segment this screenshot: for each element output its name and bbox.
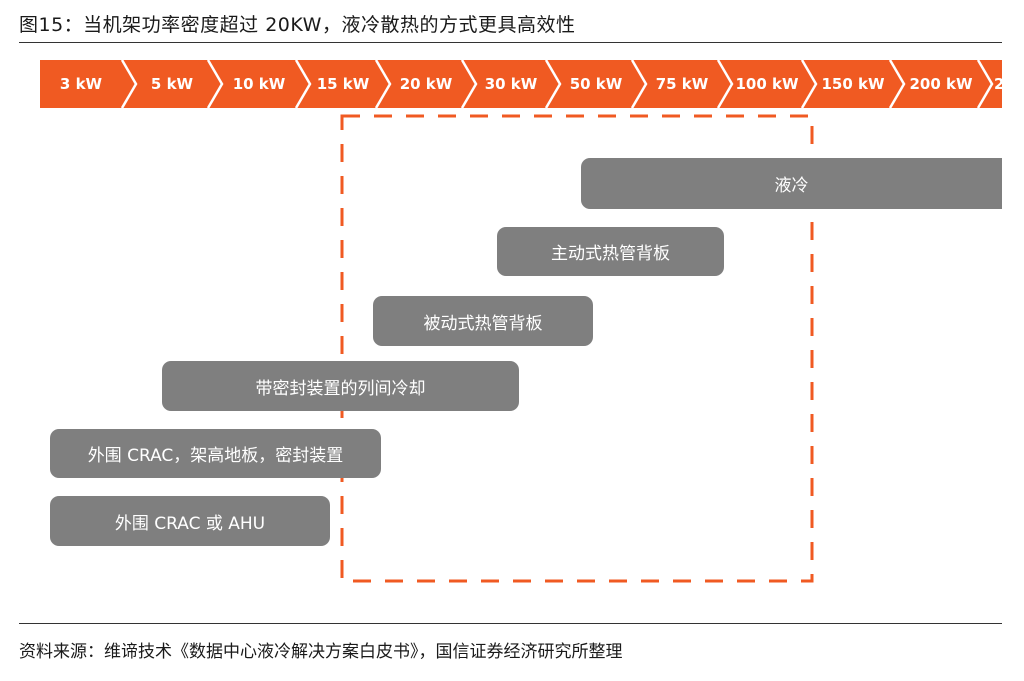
perimeter-crac-raised-floor-box: 外围 CRAC，架高地板，密封装置 [50,429,381,478]
scale-chevron-divider [374,59,392,109]
scale-label: 20 kW [400,75,453,93]
scale-chevron-divider [206,59,224,109]
scale-label: 3 kW [60,75,103,93]
scale-chevron-divider [294,59,312,109]
scale-bar-background [40,60,1002,108]
scale-chevron-divider [460,59,478,109]
title-rule [19,42,1002,43]
figure-title: 图15：当机架功率密度超过 20KW，液冷散热的方式更具高效性 [19,14,576,36]
source-note: 资料来源：维谛技术《数据中心液冷解决方案白皮书》，国信证券经济研究所整理 [19,642,623,662]
scale-chevron-divider [120,59,138,109]
scale-label: 150 kW [821,75,885,93]
scale-label: 75 kW [656,75,709,93]
scale-label: 2 [994,75,1004,93]
in-row-cooling-box: 带密封装置的列间冷却 [162,361,519,411]
perimeter-crac-ahu-box: 外围 CRAC 或 AHU [50,496,330,546]
scale-label: 30 kW [485,75,538,93]
active-heat-pipe-box: 主动式热管背板 [497,227,724,276]
scale-label: 200 kW [909,75,973,93]
scale-label: 50 kW [570,75,623,93]
scale-chevron-divider [716,59,734,109]
scale-chevron-divider [888,59,906,109]
scale-label: 15 kW [317,75,370,93]
passive-heat-pipe-box: 被动式热管背板 [373,296,593,346]
scale-label: 10 kW [233,75,286,93]
highlight-region [340,114,814,583]
source-rule [19,623,1002,624]
scale-chevron-divider [630,59,648,109]
power-scale-bar: 3 kW 5 kW 10 kW 15 kW 20 kW 30 kW 50 kW 75 kW 10… [40,59,1004,109]
scale-chevron-divider [544,59,562,109]
scale-label: 100 kW [735,75,799,93]
scale-chevron-divider [800,59,818,109]
liquid-cooling-box: 液冷 [581,158,1002,209]
scale-label: 5 kW [151,75,194,93]
scale-chevron-divider [976,59,994,109]
